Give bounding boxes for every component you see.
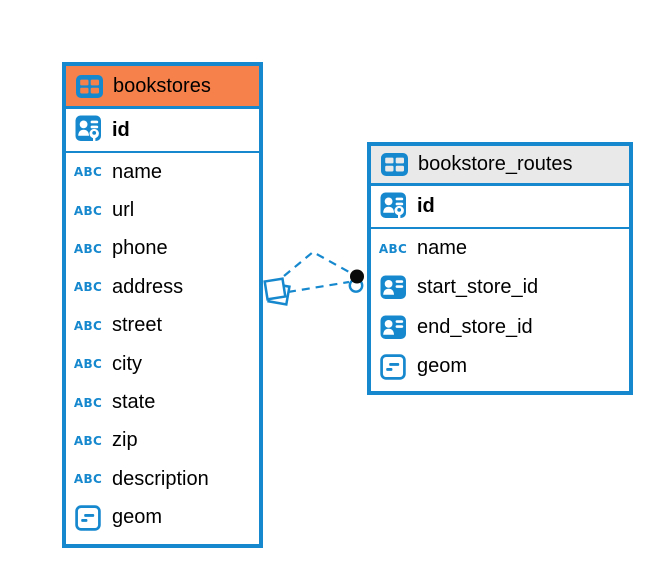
table-header[interactable]: bookstore_routes <box>371 146 629 186</box>
text-icon: ABC <box>73 472 103 487</box>
column-row-geom[interactable]: geom <box>371 346 629 387</box>
column-name: end_store_id <box>417 315 533 338</box>
one-cardinality-dot-marker[interactable] <box>348 269 364 293</box>
column-name: url <box>112 199 135 222</box>
column-name: street <box>112 314 163 337</box>
text-icon: ABC <box>73 241 103 256</box>
column-name: phone <box>112 237 168 260</box>
object-icon <box>73 504 103 531</box>
column-name: geom <box>417 355 468 378</box>
column-name: start_store_id <box>417 276 539 299</box>
relationship-line-1[interactable] <box>283 250 350 277</box>
column-row-end_store_id[interactable]: end_store_id <box>371 307 629 347</box>
table-title: bookstore_routes <box>418 153 573 175</box>
table-title: bookstores <box>113 74 211 97</box>
text-icon: ABC <box>73 203 103 218</box>
table-icon <box>379 153 409 176</box>
column-name: state <box>112 391 156 414</box>
column-name: city <box>112 352 142 375</box>
text-icon: ABC <box>73 433 103 448</box>
column-name: description <box>112 467 209 490</box>
column-row-description[interactable]: ABC description <box>66 460 259 499</box>
column-name: zip <box>112 429 138 452</box>
text-icon: ABC <box>73 165 103 180</box>
column-row-geom[interactable]: geom <box>66 498 259 537</box>
primary-key-icon <box>378 192 408 222</box>
table-header[interactable]: bookstores <box>66 66 259 109</box>
column-row-zip[interactable]: ABC zip <box>66 421 259 461</box>
text-icon: ABC <box>73 318 103 333</box>
table-icon <box>74 74 104 98</box>
reference-icon <box>378 275 408 300</box>
text-icon: ABC <box>73 395 103 410</box>
reference-icon <box>378 315 408 340</box>
text-icon: ABC <box>378 241 408 256</box>
column-row-city[interactable]: ABC city <box>66 344 259 384</box>
column-row-street[interactable]: ABC street <box>66 306 259 345</box>
column-name: id <box>417 195 435 217</box>
relationship-line-2[interactable] <box>287 280 350 294</box>
column-name: id <box>112 118 130 141</box>
text-icon: ABC <box>73 280 103 295</box>
column-row-start_store_id[interactable]: start_store_id <box>371 268 629 308</box>
column-row-url[interactable]: ABC url <box>66 191 259 230</box>
column-row-state[interactable]: ABC state <box>66 383 259 422</box>
text-icon: ABC <box>73 357 103 372</box>
column-row-address[interactable]: ABC address <box>66 268 259 307</box>
column-row-name[interactable]: ABC name <box>371 229 629 269</box>
column-name: geom <box>112 506 163 529</box>
many-cardinality-squares-marker[interactable] <box>263 277 291 306</box>
column-name: name <box>417 237 468 260</box>
column-row-name[interactable]: ABC name <box>66 153 259 192</box>
column-name: name <box>112 160 163 183</box>
column-row-phone[interactable]: ABC phone <box>66 229 259 269</box>
object-icon <box>378 353 408 380</box>
primary-key-icon <box>73 115 103 145</box>
column-row-id[interactable]: id <box>371 186 629 229</box>
column-row-id[interactable]: id <box>66 109 259 153</box>
column-name: address <box>112 275 184 298</box>
